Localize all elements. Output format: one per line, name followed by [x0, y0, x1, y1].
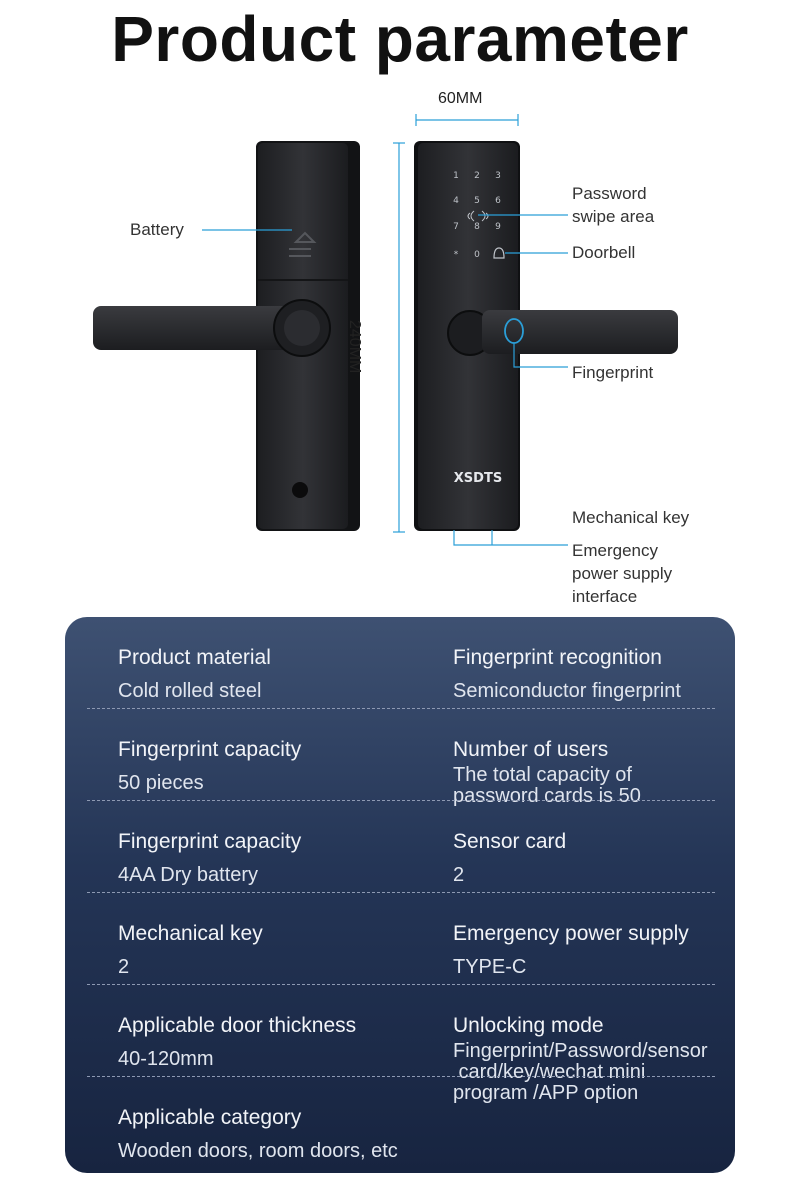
spec-value: 4AA Dry battery — [118, 864, 259, 886]
spec-value-line: program /APP option — [453, 1082, 639, 1104]
emergency-label-line3: interface — [572, 587, 638, 606]
emergency-label-line1: Emergency — [572, 541, 658, 560]
spec-row: Applicable category Wooden doors, room d… — [65, 1077, 735, 1169]
battery-label: Battery — [130, 220, 184, 239]
card-swipe-icon — [467, 210, 489, 222]
spec-value-line: The total capacity of — [453, 764, 632, 786]
leader-lines — [202, 214, 568, 546]
spec-label: Mechanical key — [118, 922, 263, 945]
spec-value: 2 — [453, 864, 465, 886]
height-dimension: 240MM — [346, 320, 363, 374]
keypad-key: 4 — [453, 196, 459, 206]
keypad-key: 6 — [495, 196, 501, 206]
battery-cover-icon — [293, 231, 317, 243]
spec-value-line: password cards is 50 — [453, 785, 641, 807]
keypad-key: 2 — [474, 171, 480, 181]
width-dimension: 60MM — [438, 90, 483, 107]
outer-handle — [482, 310, 678, 354]
spec-cell: Applicable category Wooden doors, room d… — [118, 1105, 518, 1163]
spec-row: Fingerprint capacity 4AA Dry battery Sen… — [65, 801, 735, 893]
spec-value: 50 pieces — [118, 772, 204, 794]
spec-cell: Product material Cold rolled steel — [118, 645, 438, 703]
spec-label: Applicable category — [118, 1106, 302, 1129]
password-label-line2: swipe area — [572, 207, 655, 226]
keypad-key: 8 — [474, 222, 480, 232]
spec-value: 2 — [118, 956, 130, 978]
page-title: Product parameter — [111, 3, 689, 75]
spec-label: Fingerprint recognition — [453, 646, 662, 669]
spec-value-line: Fingerprint/Password/sensor — [453, 1041, 708, 1062]
emergency-label-line2: power supply — [572, 564, 673, 583]
spec-panel: Product material Cold rolled steel Finge… — [65, 617, 735, 1173]
keypad: 1 2 3 4 5 6 7 8 9 * 0 — [453, 171, 501, 260]
mechanical-key-label: Mechanical key — [572, 508, 690, 527]
outer-lock: 1 2 3 4 5 6 7 8 9 * 0 XSDTS — [414, 141, 678, 531]
spec-cell: Unlocking mode Fingerprint/Password/sens… — [453, 1013, 735, 1104]
spec-value: Semiconductor fingerprint — [453, 680, 681, 702]
lock-illustration: 1 2 3 4 5 6 7 8 9 * 0 XSDTS — [93, 114, 678, 546]
spec-label: Sensor card — [453, 830, 567, 853]
row-divider — [87, 800, 715, 801]
spec-label: Fingerprint capacity — [118, 738, 302, 761]
keypad-key: 3 — [495, 171, 501, 181]
brand-logo: XSDTS — [454, 471, 502, 486]
spec-value: The total capacity of password cards is … — [453, 765, 735, 807]
spec-label: Applicable door thickness — [118, 1014, 357, 1037]
spec-label: Unlocking mode — [453, 1014, 604, 1037]
doorbell-icon — [493, 247, 505, 259]
spec-cell: Fingerprint recognition Semiconductor fi… — [453, 645, 735, 703]
emergency-interface-label: Emergency power supply interface — [572, 539, 672, 608]
row-divider — [87, 984, 715, 985]
spec-cell: Applicable door thickness 40-120mm — [118, 1013, 438, 1071]
spec-label: Product material — [118, 646, 271, 669]
spec-cell: Sensor card 2 — [453, 829, 735, 887]
spec-cell: Number of users The total capacity of pa… — [453, 737, 735, 807]
product-figure: 1 2 3 4 5 6 7 8 9 * 0 XSDTS — [0, 80, 800, 620]
doorbell-label: Doorbell — [572, 243, 636, 262]
spec-value: Fingerprint/Password/sensor card/key/wec… — [453, 1041, 733, 1104]
spec-value: TYPE-C — [453, 956, 527, 978]
spec-cell: Emergency power supply TYPE-C — [453, 921, 735, 979]
spec-label: Fingerprint capacity — [118, 830, 302, 853]
password-label-line1: Password — [572, 184, 647, 203]
keypad-key: * — [454, 250, 459, 260]
spec-label: Number of users — [453, 738, 609, 761]
spec-cell: Fingerprint capacity 50 pieces — [118, 737, 438, 795]
keypad-key: 1 — [453, 171, 459, 181]
fingerprint-label: Fingerprint — [572, 363, 654, 382]
inner-lock — [93, 141, 360, 531]
spec-row: Fingerprint capacity 50 pieces Number of… — [65, 709, 735, 807]
spec-row: Product material Cold rolled steel Finge… — [65, 617, 735, 709]
spec-value-line: card/key/wechat mini — [453, 1061, 646, 1083]
spec-row: Mechanical key 2 Emergency power supply … — [65, 893, 735, 985]
row-divider — [87, 708, 715, 709]
keypad-key: 0 — [474, 250, 480, 260]
spec-cell: Mechanical key 2 — [118, 921, 438, 979]
spec-row: Applicable door thickness 40-120mm Unloc… — [65, 985, 735, 1104]
inner-handle — [93, 306, 318, 350]
keypad-key: 9 — [495, 222, 501, 232]
spec-value: 40-120mm — [118, 1048, 214, 1070]
keypad-key: 5 — [474, 196, 480, 206]
spec-cell: Fingerprint capacity 4AA Dry battery — [118, 829, 438, 887]
spec-value: Wooden doors, room doors, etc — [118, 1140, 398, 1162]
key-cover-icon — [292, 482, 308, 498]
keypad-key: 7 — [453, 222, 459, 232]
spec-value: Cold rolled steel — [118, 680, 262, 702]
spec-label: Emergency power supply — [453, 922, 689, 945]
row-divider — [87, 892, 715, 893]
password-swipe-label: Password swipe area — [572, 182, 654, 228]
row-divider — [87, 1076, 715, 1077]
dimension-lines — [393, 114, 519, 533]
